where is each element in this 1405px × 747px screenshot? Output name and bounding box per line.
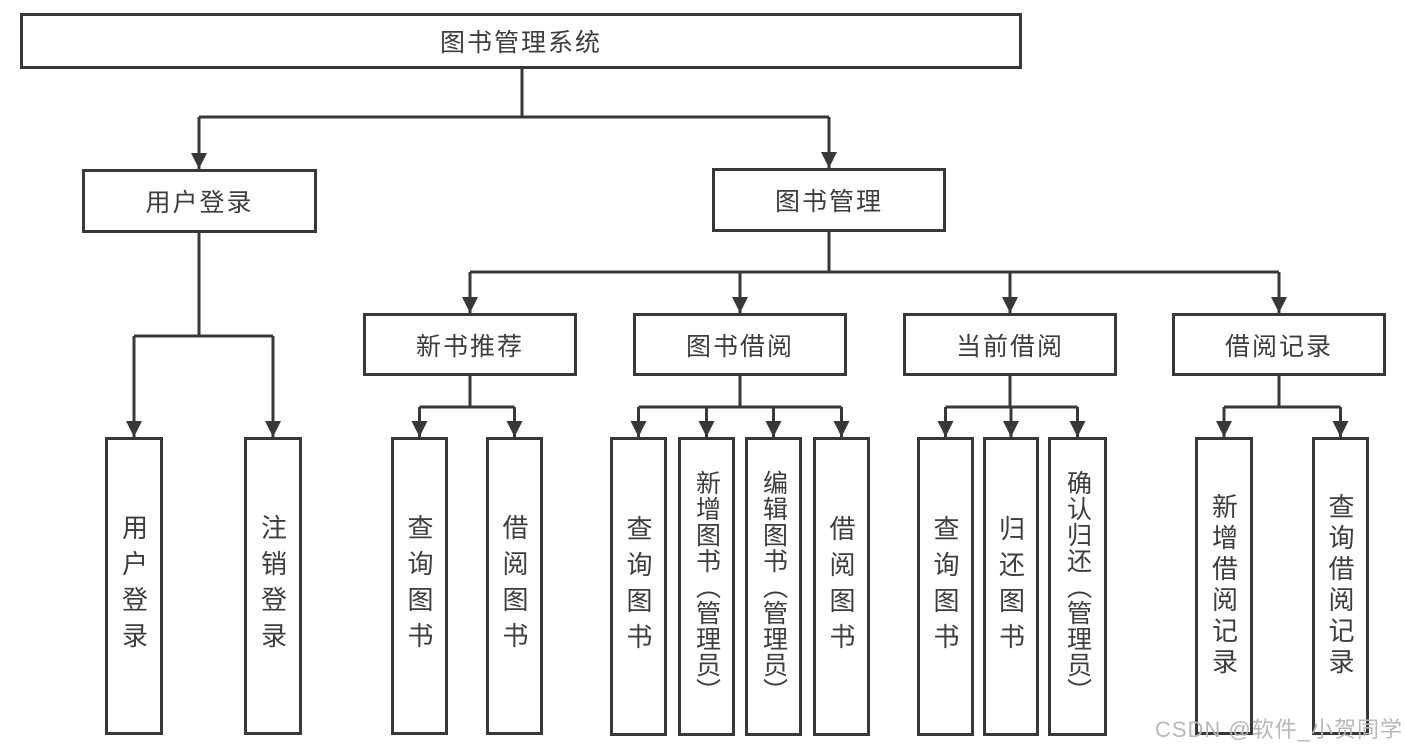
leaf-current-query-books: 查询图书 [917,437,974,736]
csdn-watermark: CSDN @软件_小贺同学 [1154,717,1403,742]
node-current-borrow-label: 当前借阅 [955,332,1064,361]
leaf-borrow-borrow-books: 借阅图书 [813,437,870,736]
node-borrow-records-label: 借阅记录 [1224,332,1333,361]
leaf-add-borrow-record: 新增借阅记录 [1195,437,1253,735]
node-current-borrow: 当前借阅 [903,313,1117,376]
node-new-book-recommend-label: 新书推荐 [415,332,524,361]
node-book-borrow: 图书借阅 [633,313,847,376]
leaf-borrow-query-books: 查询图书 [610,437,667,736]
node-user-login: 用户登录 [82,169,317,233]
node-borrow-records: 借阅记录 [1172,313,1386,376]
leaf-add-books-admin: 新增图书（管理员） [678,437,735,736]
node-user-login-label: 用户登录 [145,189,254,217]
leaf-query-borrow-record: 查询借阅记录 [1312,437,1369,735]
node-root: 图书管理系统 [20,13,1022,69]
leaf-newbooks-query-books: 查询图书 [391,437,448,735]
node-new-book-recommend: 新书推荐 [363,313,577,376]
node-book-borrow-label: 图书借阅 [685,332,794,361]
leaf-edit-books-admin: 编辑图书（管理员） [745,437,802,736]
leaf-logout: 注销登录 [244,437,302,735]
node-book-management: 图书管理 [712,168,946,232]
leaf-return-books: 归还图书 [983,437,1039,736]
node-book-management-label: 图书管理 [774,188,883,216]
node-root-label: 图书管理系统 [439,29,602,57]
leaf-newbooks-borrow-books: 借阅图书 [486,437,543,735]
leaf-confirm-return-admin: 确认归还（管理员） [1048,437,1107,736]
leaf-user-login: 用户登录 [105,437,163,735]
